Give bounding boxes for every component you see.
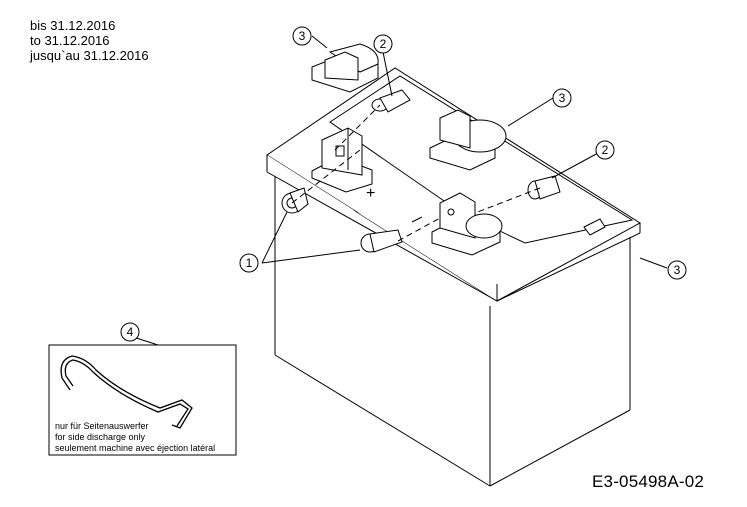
battery-clip-mount <box>583 218 606 236</box>
inset-note: nur für Seitenauswerfer for side dischar… <box>55 421 215 454</box>
callout-3-battery-label: 3 <box>674 263 681 277</box>
terminal-cover-mid <box>429 109 507 171</box>
callout-3-top-label: 3 <box>299 29 306 43</box>
inset-note-fr: seulement machine avec éjection latéral <box>55 443 216 453</box>
terminal-bolt-right <box>360 229 403 253</box>
callout-1-label: 1 <box>246 256 253 270</box>
callout-3-mid: 3 <box>552 88 572 108</box>
terminal-post-left <box>311 127 373 193</box>
callout-1: 1 <box>239 253 259 273</box>
battery-box <box>266 67 641 487</box>
validity-fr: jusqu`au 31.12.2016 <box>30 48 149 63</box>
drawing-number: E3-05498A-02 <box>592 472 705 491</box>
callout-2-top: 2 <box>373 34 393 54</box>
callout-3-battery: 3 <box>667 260 687 280</box>
callout-4-label: 4 <box>127 325 134 339</box>
assembly-lines <box>291 104 541 242</box>
terminal-post-right <box>431 192 503 256</box>
minus-sign <box>411 216 423 223</box>
inset-note-en: for side discharge only <box>55 432 146 442</box>
callout-2-right: 2 <box>595 140 615 160</box>
callout-2-top-label: 2 <box>380 37 387 51</box>
terminal-boot-top <box>371 89 411 113</box>
clip-inset <box>48 344 237 456</box>
inset-note-de: nur für Seitenauswerfer <box>55 421 149 431</box>
callout-3-top: 3 <box>292 26 312 46</box>
leader-lines <box>129 35 668 346</box>
terminal-cover-top <box>311 43 379 93</box>
validity-de: bis 31.12.2016 <box>30 18 116 33</box>
callout-2-right-label: 2 <box>602 143 609 157</box>
plus-sign: + <box>366 185 375 202</box>
callout-4: 4 <box>120 322 140 342</box>
validity-note: bis 31.12.2016 to 31.12.2016 jusqu`au 31… <box>30 18 149 63</box>
validity-en: to 31.12.2016 <box>30 33 110 48</box>
callout-3-mid-label: 3 <box>559 91 566 105</box>
